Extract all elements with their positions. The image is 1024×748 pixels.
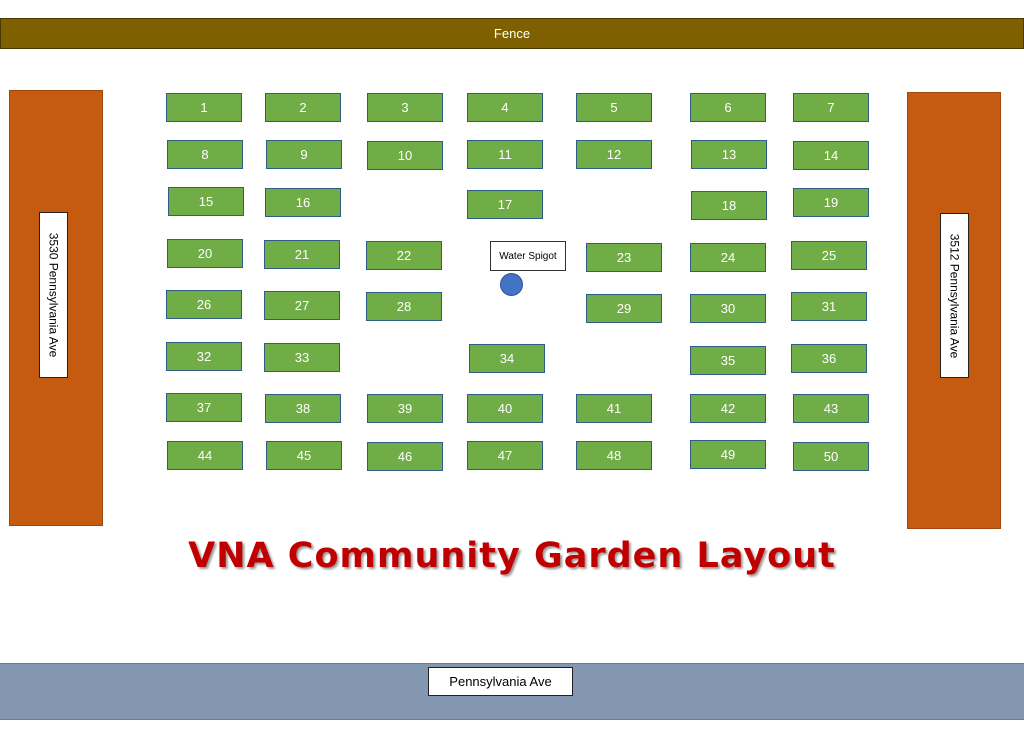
plot-30[interactable]: 30: [690, 294, 766, 323]
plot-1[interactable]: 1: [166, 93, 242, 122]
street-label: Pennsylvania Ave: [428, 667, 573, 696]
plot-7[interactable]: 7: [793, 93, 869, 122]
page-title: VNA Community Garden Layout: [188, 536, 836, 576]
plot-13[interactable]: 13: [691, 140, 767, 169]
plot-15[interactable]: 15: [168, 187, 244, 216]
plot-8[interactable]: 8: [167, 140, 243, 169]
plot-41[interactable]: 41: [576, 394, 652, 423]
plot-36[interactable]: 36: [791, 344, 867, 373]
fence: Fence: [0, 18, 1024, 49]
plot-9[interactable]: 9: [266, 140, 342, 169]
right-building-label-box: 3512 Pennsylvania Ave: [940, 213, 969, 378]
plot-18[interactable]: 18: [691, 191, 767, 220]
plot-29[interactable]: 29: [586, 294, 662, 323]
plot-31[interactable]: 31: [791, 292, 867, 321]
plot-4[interactable]: 4: [467, 93, 543, 122]
plot-38[interactable]: 38: [265, 394, 341, 423]
plot-32[interactable]: 32: [166, 342, 242, 371]
plot-12[interactable]: 12: [576, 140, 652, 169]
plot-37[interactable]: 37: [166, 393, 242, 422]
plot-22[interactable]: 22: [366, 241, 442, 270]
plot-20[interactable]: 20: [167, 239, 243, 268]
plot-17[interactable]: 17: [467, 190, 543, 219]
water-spigot-label: Water Spigot: [490, 241, 566, 271]
plot-46[interactable]: 46: [367, 442, 443, 471]
plot-10[interactable]: 10: [367, 141, 443, 170]
plot-33[interactable]: 33: [264, 343, 340, 372]
plot-39[interactable]: 39: [367, 394, 443, 423]
plot-6[interactable]: 6: [690, 93, 766, 122]
plot-11[interactable]: 11: [467, 140, 543, 169]
plot-40[interactable]: 40: [467, 394, 543, 423]
left-building-label: 3530 Pennsylvania Ave: [46, 232, 61, 358]
plot-2[interactable]: 2: [265, 93, 341, 122]
plot-44[interactable]: 44: [167, 441, 243, 470]
plot-26[interactable]: 26: [166, 290, 242, 319]
plot-24[interactable]: 24: [690, 243, 766, 272]
plot-47[interactable]: 47: [467, 441, 543, 470]
plot-43[interactable]: 43: [793, 394, 869, 423]
plot-19[interactable]: 19: [793, 188, 869, 217]
plot-3[interactable]: 3: [367, 93, 443, 122]
plot-28[interactable]: 28: [366, 292, 442, 321]
plot-50[interactable]: 50: [793, 442, 869, 471]
water-spigot-marker: [500, 273, 523, 296]
plot-23[interactable]: 23: [586, 243, 662, 272]
plot-34[interactable]: 34: [469, 344, 545, 373]
plot-48[interactable]: 48: [576, 441, 652, 470]
plot-49[interactable]: 49: [690, 440, 766, 469]
left-building-label-box: 3530 Pennsylvania Ave: [39, 212, 68, 378]
plot-42[interactable]: 42: [690, 394, 766, 423]
fence-label: Fence: [493, 26, 531, 41]
plot-14[interactable]: 14: [793, 141, 869, 170]
plot-5[interactable]: 5: [576, 93, 652, 122]
plot-25[interactable]: 25: [791, 241, 867, 270]
right-building-label: 3512 Pennsylvania Ave: [947, 233, 962, 358]
plot-27[interactable]: 27: [264, 291, 340, 320]
plot-35[interactable]: 35: [690, 346, 766, 375]
plot-45[interactable]: 45: [266, 441, 342, 470]
plot-21[interactable]: 21: [264, 240, 340, 269]
plot-16[interactable]: 16: [265, 188, 341, 217]
